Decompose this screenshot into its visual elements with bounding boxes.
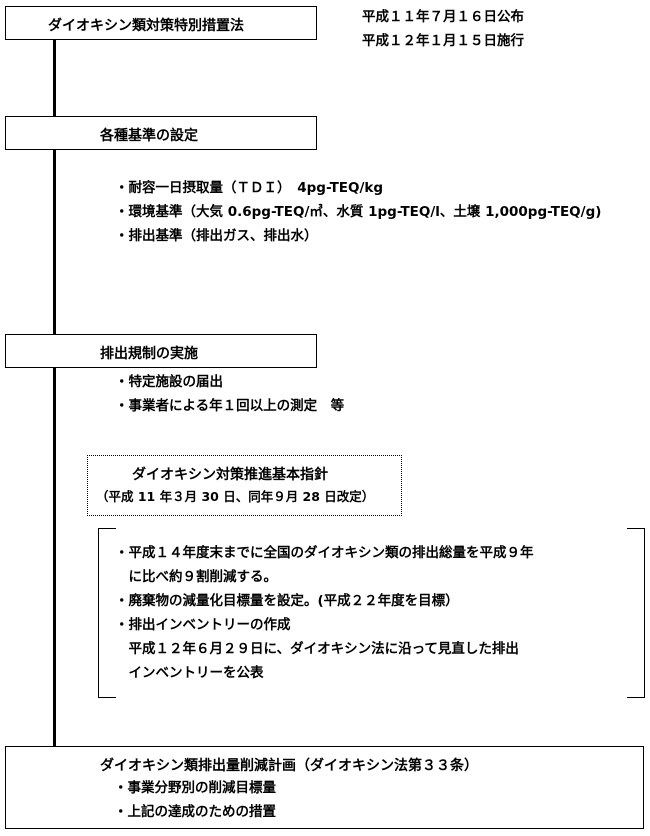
law-enforced-date: 平成１２年１月１５日施行 <box>362 33 524 49</box>
standards-item-environment: ・環境基準（大気 0.6pg-TEQ/㎥、水質 1pg-TEQ/l、土壌 1,0… <box>115 204 602 220</box>
regulation-item-measurement: ・事業者による年１回以上の測定 等 <box>115 398 345 414</box>
flow-connector-line <box>53 40 56 746</box>
standards-title: 各種基準の設定 <box>100 128 198 144</box>
guideline-item-inventory-detail: 平成１２年６月２９日に、ダイオキシン法に沿って見直した排出 <box>115 641 519 657</box>
plan-title: ダイオキシン類排出量削減計画（ダイオキシン法第３３条） <box>100 758 478 774</box>
plan-box: ダイオキシン類排出量削減計画（ダイオキシン法第３３条） ・事業分野別の削減目標量… <box>5 746 644 829</box>
guideline-subtitle: （平成 11 年３月 30 日、同年９月 28 日改定） <box>96 489 375 504</box>
law-promulgated-date: 平成１１年７月１６日公布 <box>362 9 524 25</box>
guideline-item-inventory-detail-cont: インベントリーを公表 <box>115 665 264 681</box>
guideline-title-box: ダイオキシン対策推進基本指針 （平成 11 年３月 30 日、同年９月 28 日… <box>87 455 402 516</box>
law-title-box: ダイオキシン類対策特別措置法 <box>5 6 317 40</box>
guideline-item-reduction: ・平成１４年度末までに全国のダイオキシン類の排出総量を平成９年 <box>115 545 534 561</box>
law-title: ダイオキシン類対策特別措置法 <box>48 18 244 34</box>
guideline-item-inventory: ・排出インベントリーの作成 <box>115 617 291 633</box>
regulation-item-notification: ・特定施設の届出 <box>115 374 223 390</box>
standards-item-tdi: ・耐容一日摂取量（ＴＤＩ） 4pg-TEQ/kg <box>115 180 384 196</box>
guideline-item-reduction-cont: に比べ約９割削減する。 <box>115 569 277 585</box>
plan-item-measures: ・上記の達成のための措置 <box>114 804 276 820</box>
guideline-bracket-left <box>98 528 116 698</box>
regulation-title-box: 排出規制の実施 <box>5 334 317 368</box>
standards-title-box: 各種基準の設定 <box>5 116 317 150</box>
guideline-item-waste: ・廃棄物の減量化目標量を設定。(平成２２年度を目標） <box>115 593 459 609</box>
standards-item-emission: ・排出基準（排出ガス、排出水） <box>115 228 318 244</box>
guideline-bracket-right <box>627 528 645 698</box>
regulation-title: 排出規制の実施 <box>100 346 198 362</box>
plan-item-targets: ・事業分野別の削減目標量 <box>114 780 276 796</box>
guideline-title: ダイオキシン対策推進基本指針 <box>132 467 328 483</box>
